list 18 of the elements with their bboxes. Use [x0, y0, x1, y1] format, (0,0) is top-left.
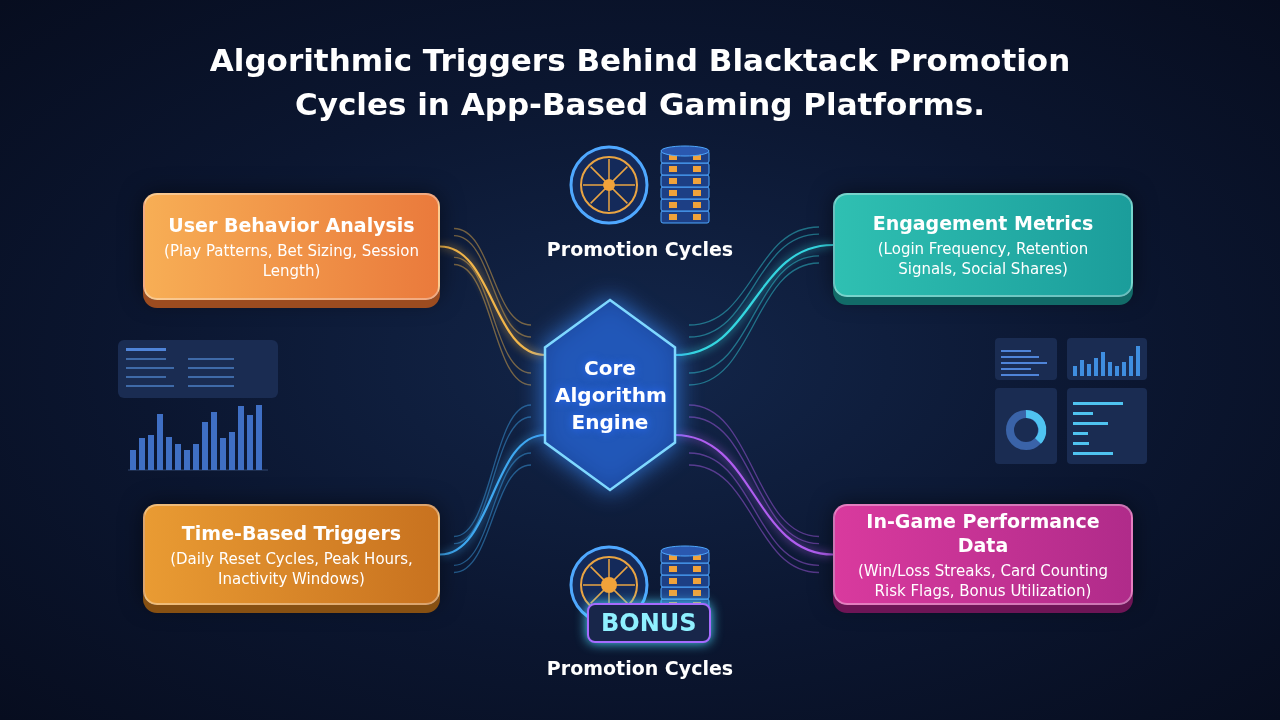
connector-line: [674, 243, 834, 357]
connector-line: [674, 433, 834, 556]
card-description: (Login Frequency, Retention Signals, Social Shares): [876, 239, 1090, 279]
connector-line: [439, 433, 546, 556]
card-heading: Engagement Metrics: [872, 211, 1094, 235]
card-heading: User Behavior Analysis: [168, 212, 415, 237]
promotion-label: Promotion Cycles: [546, 237, 734, 261]
diagram-title: Algorithmic Triggers Behind Blacktack Promotion Cycles in App-Based Gaming Platforms.: [208, 41, 1072, 124]
card-description: (Play Patterns, Bet Sizing, Session Length): [163, 240, 420, 281]
hexagon-core: [545, 300, 675, 490]
card-description: (Daily Reset Cycles, Peak Hours, Inactivity Windows): [169, 548, 414, 589]
bonus-badge: BONUS: [587, 603, 711, 643]
card-heading: In-Game Performance Data: [865, 508, 1101, 557]
connector-line: [439, 245, 546, 357]
card-description: (Win/Loss Streaks, Card Counting Risk Flags, Bonus Utilization): [856, 560, 1110, 601]
core-label: Core Algorithm Engine: [555, 354, 665, 436]
card-heading: Time-Based Triggers: [181, 520, 402, 545]
promotion-label: Promotion Cycles: [546, 656, 734, 680]
